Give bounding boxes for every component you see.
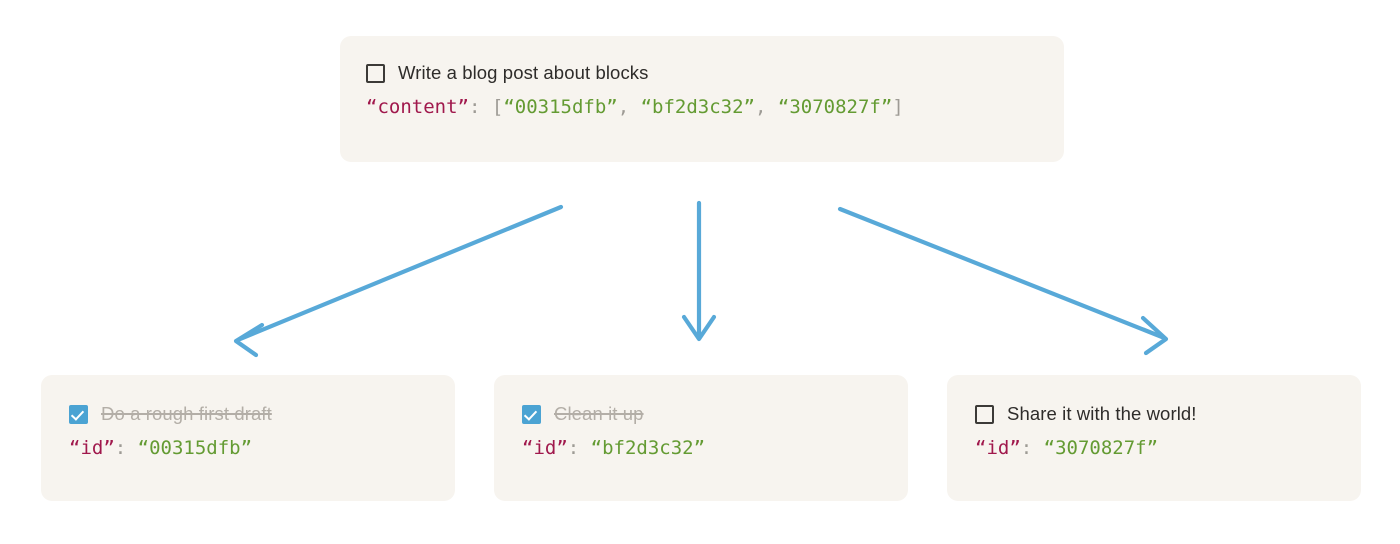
json-colon: : <box>468 96 481 118</box>
child-block-card-2[interactable]: Clean it up “id”: “bf2d3c32” <box>494 375 908 501</box>
json-separator-1: , <box>754 96 778 118</box>
root-block-json: “content”: [“00315dfb”, “bf2d3c32”, “307… <box>366 92 1038 122</box>
checkbox-checked-icon[interactable] <box>69 404 88 424</box>
json-open-bracket: [ <box>491 96 504 118</box>
json-colon: : <box>114 437 127 459</box>
json-key: “id” <box>975 437 1021 459</box>
json-separator-0: , <box>617 96 641 118</box>
checkbox-checked-icon[interactable] <box>522 404 541 424</box>
arrow-to-third-child <box>837 206 1169 356</box>
json-close-bracket: ] <box>892 96 904 118</box>
json-value-2: “3070827f” <box>777 96 893 118</box>
child-block-json-3: “id”: “3070827f” <box>975 433 1333 463</box>
json-value: “00315dfb” <box>137 437 253 459</box>
child-block-json-1: “id”: “00315dfb” <box>69 433 427 463</box>
json-key: “id” <box>69 437 115 459</box>
arrow-to-second-child <box>681 200 717 342</box>
root-todo-row[interactable]: Write a blog post about blocks <box>366 60 1038 86</box>
json-key: “content” <box>366 96 469 118</box>
json-key: “id” <box>522 437 568 459</box>
json-colon: : <box>1020 437 1033 459</box>
child-block-label-1: Do a rough first draft <box>101 403 272 424</box>
json-value-1: “bf2d3c32” <box>640 96 755 118</box>
child-block-card-1[interactable]: Do a rough first draft “id”: “00315dfb” <box>41 375 455 501</box>
child-todo-row-1[interactable]: Do a rough first draft <box>69 401 427 427</box>
root-block-card[interactable]: Write a blog post about blocks “content”… <box>340 36 1064 162</box>
checkbox-empty-icon[interactable] <box>366 63 385 83</box>
checkbox-empty-icon[interactable] <box>975 404 994 424</box>
child-block-label-2: Clean it up <box>554 403 644 424</box>
json-colon: : <box>567 437 580 459</box>
child-block-card-3[interactable]: Share it with the world! “id”: “3070827f… <box>947 375 1361 501</box>
child-block-label-3: Share it with the world! <box>1007 403 1197 424</box>
json-value: “bf2d3c32” <box>590 437 706 459</box>
json-value: “3070827f” <box>1043 437 1159 459</box>
child-todo-row-3[interactable]: Share it with the world! <box>975 401 1333 427</box>
root-block-label: Write a blog post about blocks <box>398 62 649 83</box>
arrow-to-first-child <box>233 204 564 358</box>
child-block-json-2: “id”: “bf2d3c32” <box>522 433 880 463</box>
json-value-0: “00315dfb” <box>503 96 618 118</box>
child-todo-row-2[interactable]: Clean it up <box>522 401 880 427</box>
